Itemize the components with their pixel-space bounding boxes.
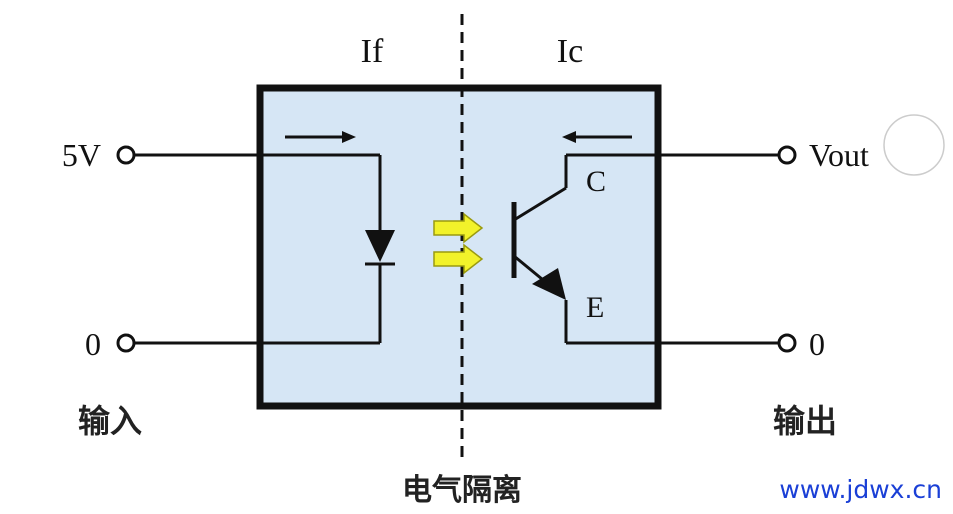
overlay-circle bbox=[883, 114, 945, 176]
output-text: 输出 bbox=[773, 402, 837, 440]
collector-label: C bbox=[586, 165, 606, 198]
if-label: If bbox=[361, 33, 384, 70]
vcc-label: 5V bbox=[62, 137, 101, 173]
vout-terminal bbox=[777, 145, 797, 165]
collector-diagonal bbox=[513, 186, 567, 222]
emitter-arrow-icon bbox=[532, 268, 566, 300]
light-arrow-icon bbox=[433, 212, 484, 275]
optocoupler-package bbox=[256, 84, 662, 410]
led-icon bbox=[365, 230, 395, 262]
input-ground-label: 0 bbox=[85, 326, 101, 362]
output-ground-terminal bbox=[777, 333, 797, 353]
ic-current-arrow-icon bbox=[562, 131, 576, 143]
watermark: www.jdwx.cn bbox=[779, 475, 942, 504]
isolation-text: 电气隔离 bbox=[402, 473, 522, 508]
vout-label: Vout bbox=[809, 137, 869, 173]
ic-label: Ic bbox=[557, 33, 583, 70]
vcc-terminal bbox=[116, 145, 136, 165]
emitter-label: E bbox=[586, 291, 604, 324]
input-ground-terminal bbox=[116, 333, 136, 353]
output-ground-label: 0 bbox=[809, 326, 825, 362]
if-current-arrow-icon bbox=[342, 131, 356, 143]
input-text: 输入 bbox=[78, 402, 142, 440]
